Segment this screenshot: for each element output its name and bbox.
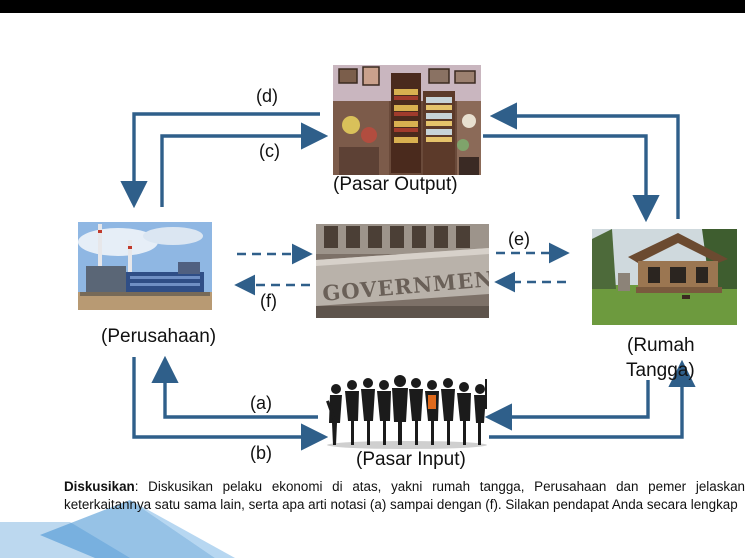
perusahaan-label: (Perusahaan) xyxy=(101,326,217,347)
flow-d-arrow xyxy=(120,112,320,209)
flow-b-arrow xyxy=(132,357,329,451)
discussion-heading: Diskusikan xyxy=(64,479,135,494)
pasar-output-label: (Pasar Output) xyxy=(333,174,458,195)
flow-label-b: (b) xyxy=(250,443,272,463)
watermark-shape xyxy=(0,500,235,558)
flow-label-f: (f) xyxy=(260,291,277,311)
rumah-tangga-label-line1: (Rumah xyxy=(627,335,695,356)
perusahaan-image xyxy=(78,222,212,310)
flow-output-rt-arrow xyxy=(483,134,660,223)
flow-input-rt-arrow xyxy=(489,359,696,439)
discussion-paragraph: Diskusikan: Diskusikan pelaku ekonomi di… xyxy=(64,478,745,514)
discussion-text: : Diskusikan pelaku ekonomi di atas, yak… xyxy=(64,479,745,512)
flow-rt-output-arrow xyxy=(489,102,680,219)
flow-label-a: (a) xyxy=(250,393,272,413)
flow-rt-input-arrow xyxy=(484,380,650,431)
rumah-tangga-label-line2: Tangga) xyxy=(626,360,695,381)
pasar-output-image xyxy=(333,65,481,175)
flow-label-e: (e) xyxy=(508,229,530,249)
flow-label-d: (d) xyxy=(256,86,278,106)
government-image: GOVERNMENT xyxy=(316,224,489,318)
flow-a-arrow xyxy=(151,355,318,419)
pasar-input-label: (Pasar Input) xyxy=(356,449,466,470)
top-bar xyxy=(0,0,745,13)
pasar-input-image xyxy=(324,375,490,449)
flow-label-c: (c) xyxy=(259,141,280,161)
rumah-tangga-image xyxy=(592,229,737,325)
worker-silhouette xyxy=(326,384,342,445)
flow-c-arrow xyxy=(160,122,329,207)
